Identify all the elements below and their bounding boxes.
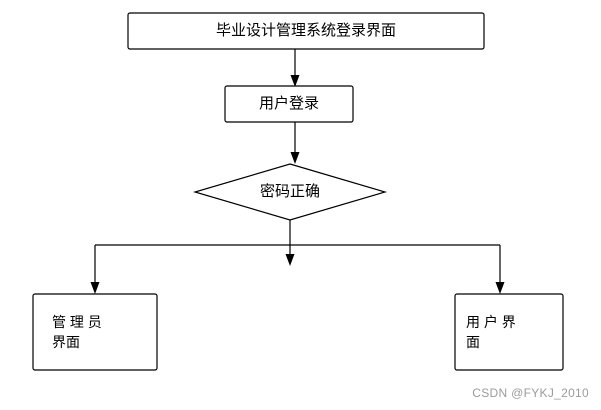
arrowhead-title-to-login [290, 75, 300, 87]
node-admin-box [32, 293, 158, 371]
node-title-box [127, 12, 485, 50]
node-user-box [454, 293, 564, 371]
watermark-text: CSDN @FYKJ_2010 [472, 386, 589, 400]
arrowhead-decision-to-user [495, 282, 505, 294]
node-login-box [224, 85, 354, 123]
arrowhead-decision-center-stub [285, 254, 295, 266]
arrowhead-decision-to-admin [90, 282, 100, 294]
arrowhead-login-to-decision [290, 152, 300, 164]
node-decision-diamond [192, 163, 388, 221]
